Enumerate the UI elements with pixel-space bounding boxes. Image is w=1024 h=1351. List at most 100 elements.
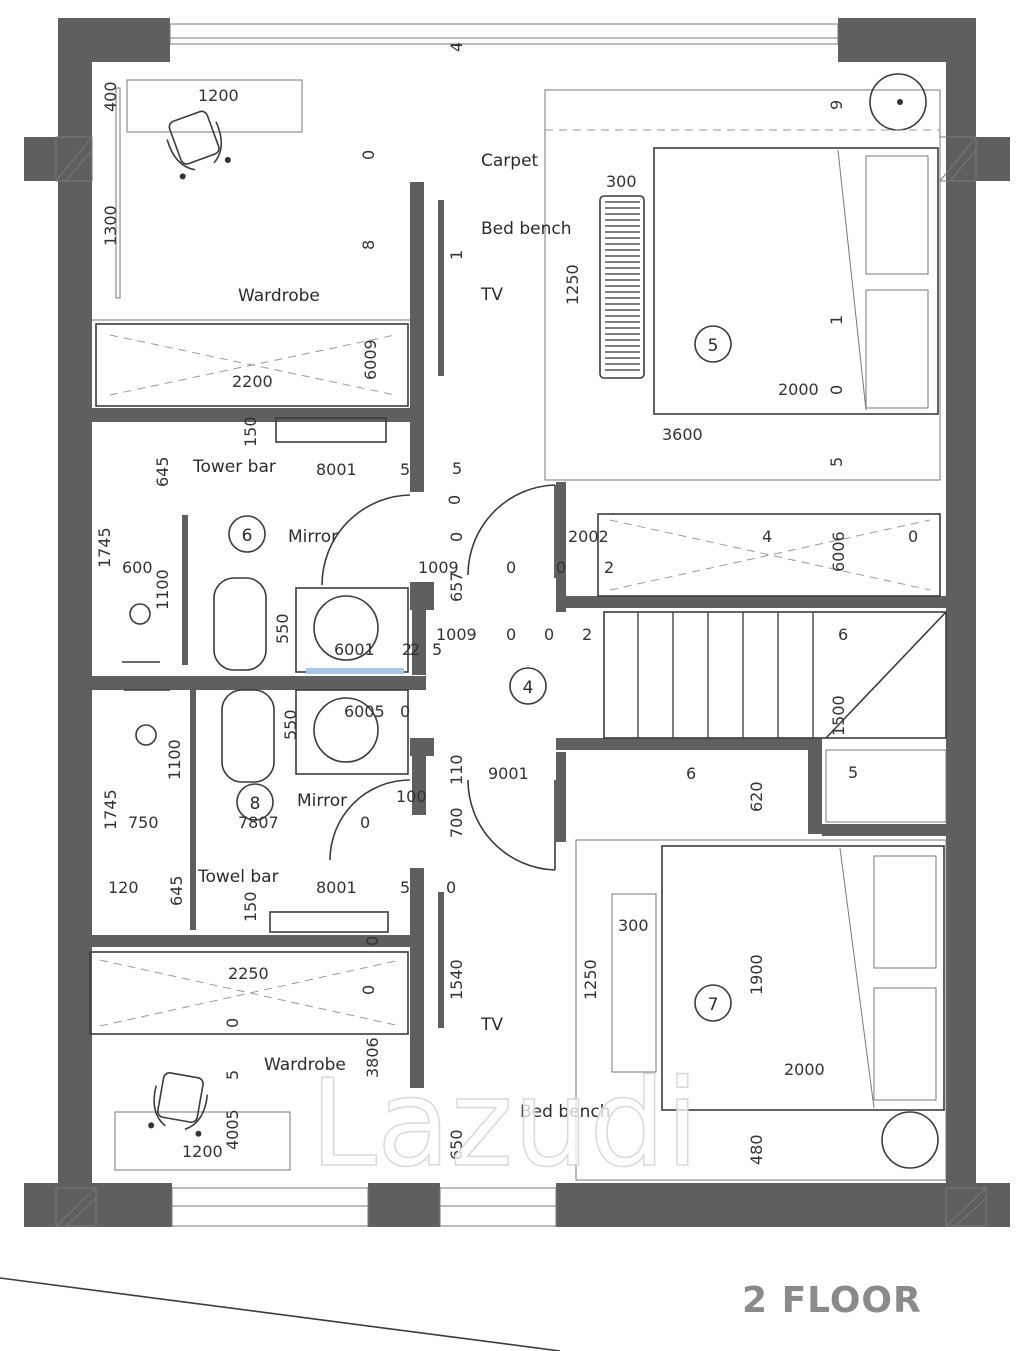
dimension-82: 4 xyxy=(447,42,466,52)
dimension-9: 3600 xyxy=(662,425,703,444)
office-chair-top xyxy=(166,110,231,180)
dimension-7: 300 xyxy=(606,172,637,191)
dimension-57: 645 xyxy=(167,875,186,906)
dimension-16: 645 xyxy=(153,456,172,487)
dimension-58: 150 xyxy=(241,891,260,922)
dimension-21: 1100 xyxy=(153,569,172,610)
dimension-30: 0 xyxy=(556,558,566,577)
dimension-53: 100 xyxy=(396,787,427,806)
dimension-48: 620 xyxy=(747,781,766,812)
dimension-59: 8001 xyxy=(316,878,357,897)
dimension-27: 657 xyxy=(447,571,466,602)
tv-stand-top xyxy=(438,200,444,376)
dimension-55: 700 xyxy=(447,807,466,838)
dimension-5: 2200 xyxy=(232,372,273,391)
dimension-35: 2 xyxy=(582,625,592,644)
windows xyxy=(55,23,987,1227)
dimension-67: 0 xyxy=(359,985,378,995)
bed-bench-label-bottom: Bed bench xyxy=(520,1102,610,1122)
dimension-23: 6001 xyxy=(334,640,375,659)
room-5-number: 5 xyxy=(708,336,719,356)
dimension-77: 2 xyxy=(410,640,420,659)
dimension-64: 1900 xyxy=(747,954,766,995)
dimension-29: 0 xyxy=(506,558,516,577)
bed-bench-hatching xyxy=(605,201,640,371)
interior-walls xyxy=(92,182,946,1088)
watermark: Lazudi xyxy=(310,1055,699,1194)
dimension-14: 5 xyxy=(827,457,846,467)
dimension-68: 0 xyxy=(223,1018,242,1028)
dimension-56: 120 xyxy=(108,878,139,897)
dimension-52: 7807 xyxy=(238,813,279,832)
dimension-46: 9001 xyxy=(488,764,529,783)
site-boundary-line xyxy=(0,1277,561,1351)
dimension-66: 2250 xyxy=(228,964,269,983)
dimension-13: 9 xyxy=(827,100,846,110)
dimension-38: 0 xyxy=(908,527,918,546)
tv-label-bottom: TV xyxy=(480,1015,503,1035)
dimension-24: 2 xyxy=(402,640,412,659)
dimension-70: 5 xyxy=(223,1070,242,1080)
dimension-39: 6 xyxy=(838,625,848,644)
dimension-42: 6005 xyxy=(344,702,385,721)
dimension-80: 0 xyxy=(447,532,466,542)
mirror-label-bottom: Mirror xyxy=(297,791,347,811)
room-7-number: 7 xyxy=(708,995,719,1015)
dimension-15: 150 xyxy=(241,416,260,447)
bathroom-6 xyxy=(122,417,409,674)
dimension-72: 1200 xyxy=(182,1142,223,1161)
dimension-8: 1250 xyxy=(563,264,582,305)
wardrobe-label-bottom: Wardrobe xyxy=(264,1055,346,1075)
tv-stand-bottom xyxy=(438,892,444,1028)
room-6-number: 6 xyxy=(242,526,253,546)
floor-title: 2 FLOOR xyxy=(742,1280,922,1321)
mirror-label-top: Mirror xyxy=(288,527,338,547)
dimension-60: 5 xyxy=(400,878,410,897)
dimension-36: 4 xyxy=(762,527,772,546)
study-zone-bottom xyxy=(89,951,409,1171)
staircase xyxy=(603,611,947,823)
dimension-18: 5 xyxy=(400,460,410,479)
dimension-54: 0 xyxy=(360,813,370,832)
outer-walls xyxy=(24,18,1010,1227)
dimension-79: 1 xyxy=(447,250,466,260)
room-markers: 5 6 4 8 7 xyxy=(228,325,732,1022)
dimension-17: 8001 xyxy=(316,460,357,479)
dimension-28: 1009 xyxy=(436,625,477,644)
dimension-33: 0 xyxy=(506,625,516,644)
dimension-75: 480 xyxy=(747,1134,766,1165)
dimension-32: 2002 xyxy=(568,527,609,546)
dimension-19: 1745 xyxy=(95,527,114,568)
dimension-31: 2 xyxy=(604,558,614,577)
dimension-81: 5 xyxy=(452,459,462,478)
dimension-43: 0 xyxy=(400,702,410,721)
carpet-label: Carpet xyxy=(481,151,539,171)
dimension-78: 0 xyxy=(445,495,464,505)
dimension-51: 750 xyxy=(128,813,159,832)
dimension-44: 550 xyxy=(281,709,300,740)
dimension-76: 0 xyxy=(363,936,382,946)
dimension-41: 5 xyxy=(848,763,858,782)
dimension-25: 5 xyxy=(432,640,442,659)
dimension-11: 0 xyxy=(827,385,846,395)
dimension-61: 0 xyxy=(446,878,456,897)
dimension-73: 4005 xyxy=(223,1109,242,1150)
dimension-69: 1540 xyxy=(447,959,466,1000)
dimension-49: 1100 xyxy=(165,739,184,780)
bedroom-7 xyxy=(575,839,947,1181)
annotations: Carpet Bed bench TV Wardrobe Tower bar M… xyxy=(192,151,610,1122)
dimension-45: 110 xyxy=(447,754,466,785)
dimension-1: 400 xyxy=(101,81,120,112)
bedroom-5 xyxy=(544,73,941,481)
dimension-40: 1500 xyxy=(829,695,848,736)
tv-label-top: TV xyxy=(480,285,503,305)
dimension-22: 550 xyxy=(273,613,292,644)
dimension-10: 2000 xyxy=(778,380,819,399)
dimension-20: 600 xyxy=(122,558,153,577)
dimension-34: 0 xyxy=(544,625,554,644)
wardrobe-label-top: Wardrobe xyxy=(238,286,320,306)
dimension-0: 1200 xyxy=(198,86,239,105)
bathroom-8 xyxy=(124,689,409,933)
